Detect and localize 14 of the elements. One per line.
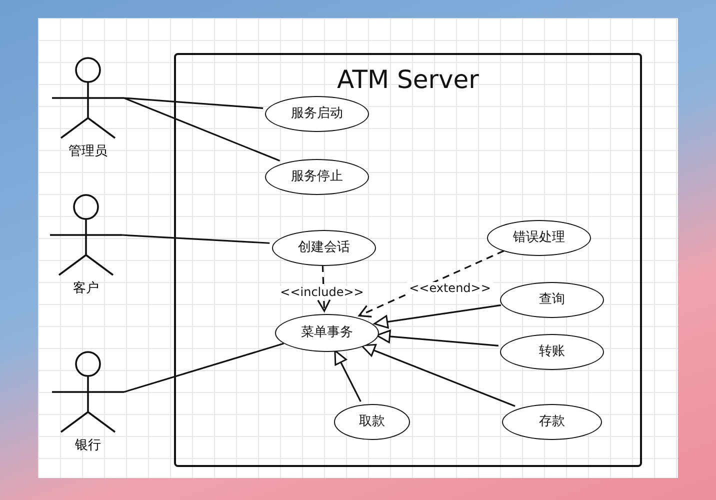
arrow [334,350,362,402]
actor-label: 管理员 [68,144,108,160]
arrow [360,344,516,407]
edge-label: <<include>> [278,286,366,298]
association-line [124,97,264,109]
system-title: ATM Server [337,67,479,92]
system-boundary [174,53,642,467]
arrow [374,304,502,329]
association-line [122,234,270,244]
actor-label: 客户 [73,281,99,298]
actor-label: 银行 [75,438,101,454]
edge-label: <<extend>> [407,282,493,294]
association-line [124,342,284,393]
association-line [124,97,280,162]
